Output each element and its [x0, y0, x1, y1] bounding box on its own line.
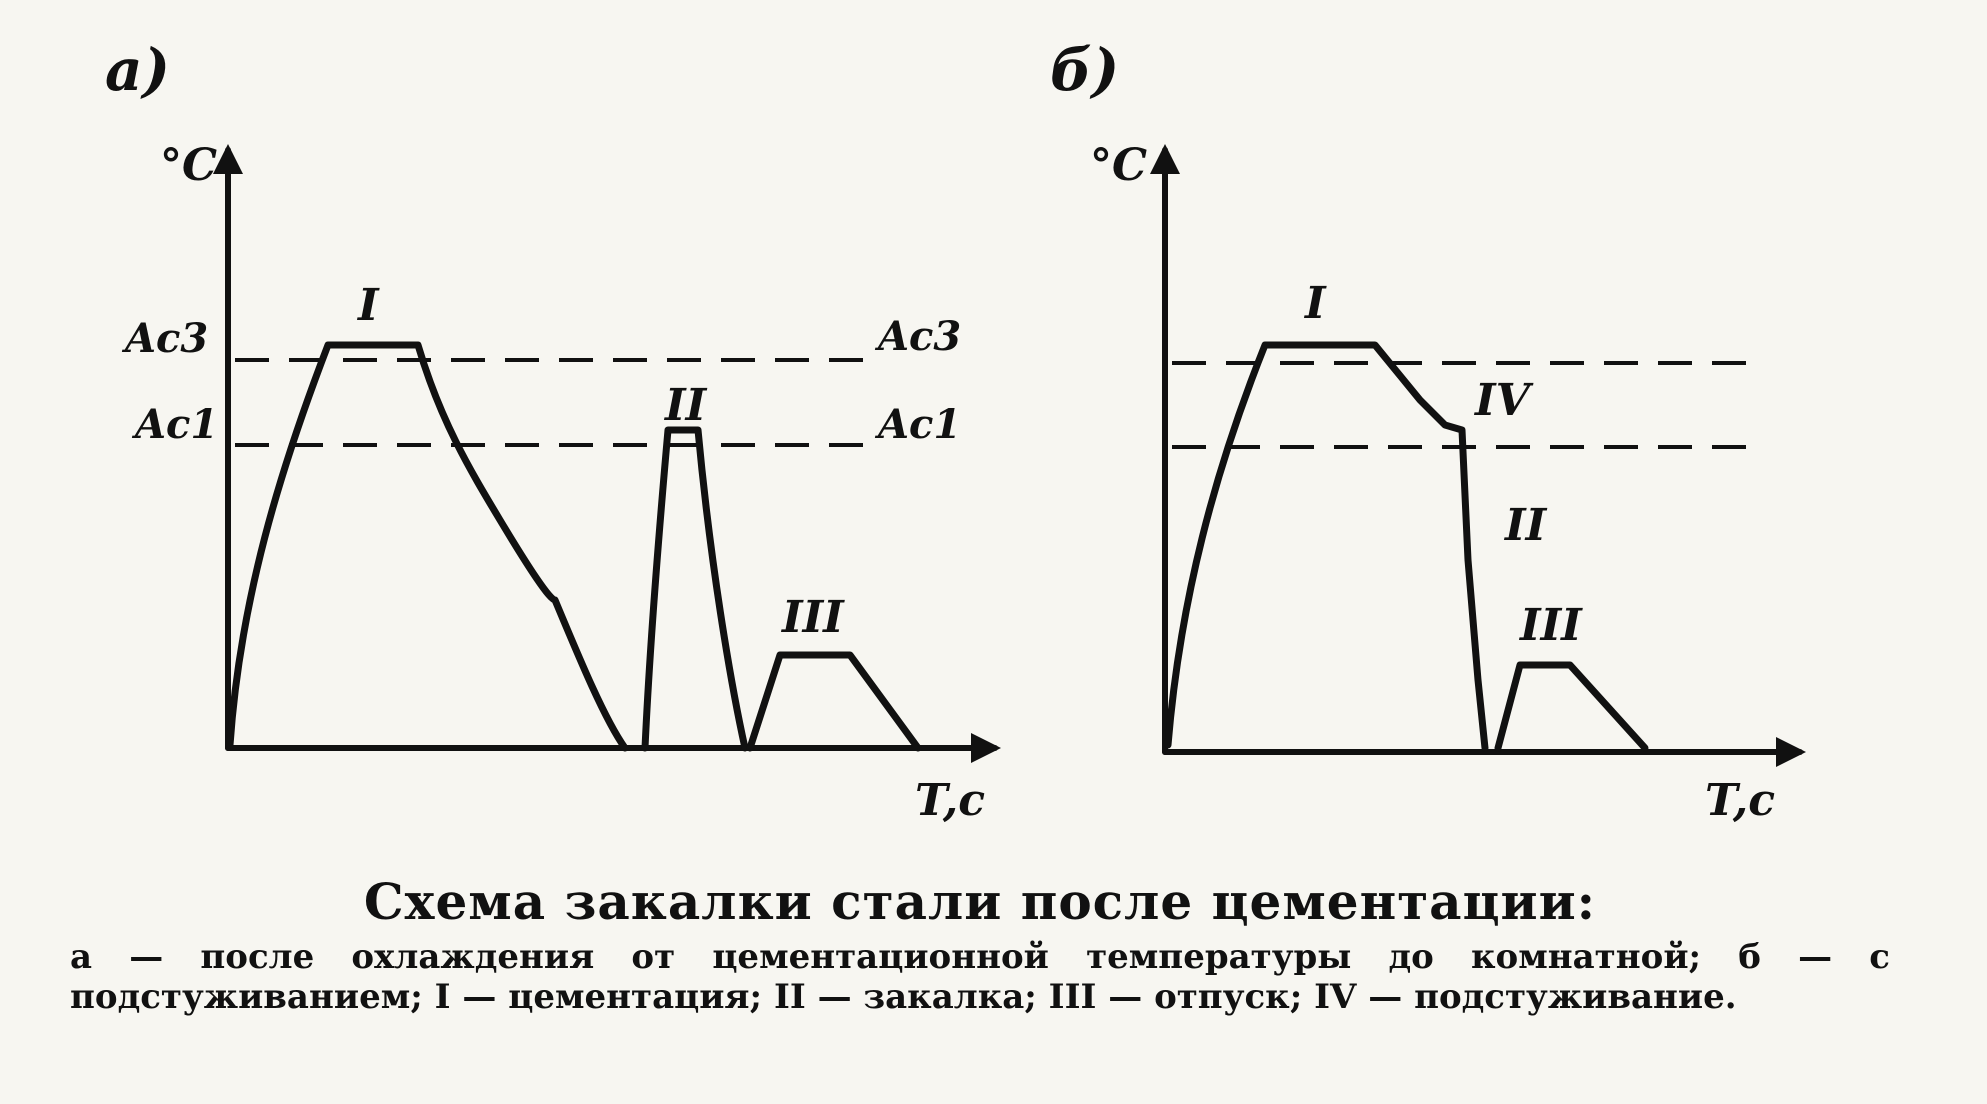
- figure-caption: Схема закалки стали после цементации: а …: [70, 872, 1890, 1017]
- panel-b-y-unit: °C: [1090, 140, 1147, 191]
- hardening-diagram: а) °C T,c Ac3 Ac1 Ac3 Ac1 I II III б) °C…: [105, 36, 1806, 826]
- panel-b-stage-iii-label: III: [1518, 600, 1583, 651]
- panel-b-stage-i-iv-ii-curve: [1164, 341, 1489, 752]
- caption-title: Схема закалки стали после цементации:: [363, 872, 1597, 931]
- panel-a-stage-iii-label: III: [780, 592, 845, 643]
- panel-a-stage-i-label: I: [356, 280, 380, 331]
- panel-a-ac3-label-left: Ac3: [121, 315, 208, 362]
- panel-b-stage-ii-label: II: [1503, 500, 1548, 551]
- panel-a: а) °C T,c Ac3 Ac1 Ac3 Ac1 I II III: [105, 36, 1001, 826]
- panel-b-stage-iii-curve: [1494, 661, 1649, 752]
- panel-b: б) °C T,c I IV II III: [1050, 36, 1806, 826]
- panel-b-label: б): [1050, 36, 1119, 104]
- panel-a-x-unit: T,c: [915, 775, 985, 826]
- panel-a-ac3-label-right: Ac3: [874, 313, 961, 360]
- panel-b-stage-iv-label: IV: [1473, 375, 1534, 426]
- panel-a-y-unit: °C: [160, 140, 217, 191]
- panel-a-stage-ii-curve: [641, 426, 749, 752]
- panel-b-x-unit: T,c: [1705, 775, 1775, 826]
- caption-body: а — после охлаждения от цементационной т…: [70, 937, 1890, 1017]
- panel-a-stage-ii-label: II: [663, 380, 708, 431]
- panel-a-ac1-label-right: Ac1: [874, 401, 961, 448]
- panel-b-stage-i-label: I: [1303, 278, 1327, 329]
- panel-a-ac1-label-left: Ac1: [131, 401, 218, 448]
- panel-a-label: а): [105, 36, 170, 104]
- panel-a-stage-i-curve: [226, 341, 629, 752]
- panel-a-stage-iii-curve: [746, 651, 922, 752]
